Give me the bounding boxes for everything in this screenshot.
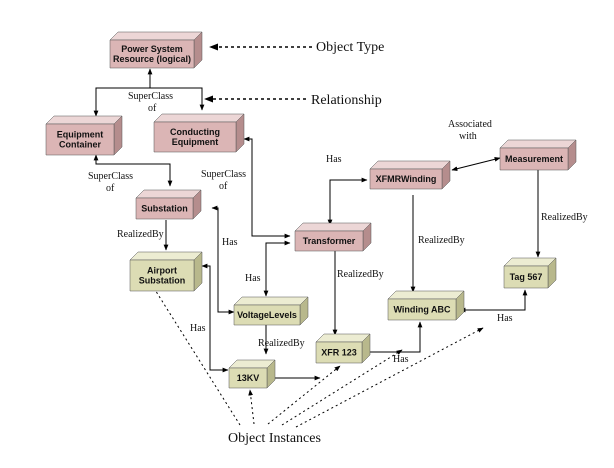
- 13kv-box-face: [228, 367, 268, 389]
- voltage-levels-box-face: [233, 304, 301, 326]
- superclass-right-connector: [243, 136, 291, 239]
- power-system-resource-box-label-line1: Power System: [121, 44, 183, 54]
- relationship-annotation: Relationship: [311, 93, 382, 108]
- xfmr-winding-box-label-line1: XFMRWinding: [376, 174, 437, 184]
- equipment-container-box-label-line1: Equipment: [57, 130, 104, 140]
- has-xfr-label: Has: [393, 354, 409, 365]
- instance-pointer-airport: [151, 284, 241, 426]
- has-xfr-connector: [361, 321, 423, 355]
- instance-pointer-13kv: [248, 389, 255, 425]
- realizedby-winding-label: RealizedBy: [418, 235, 465, 246]
- xfr-123-box: XFR 123: [315, 333, 371, 364]
- has-xfmr-label: Has: [326, 154, 342, 165]
- has-substation-connector: [211, 205, 235, 315]
- conducting-equipment-box-top: [153, 113, 245, 123]
- superclass-left-label-line1: SuperClass: [88, 171, 133, 182]
- substation-box: Substation: [135, 189, 202, 220]
- has-airport-label: Has: [190, 323, 206, 334]
- equipment-container-box-face: [45, 123, 115, 156]
- superclass-top-label-line2: of: [148, 103, 157, 114]
- winding-abc-box-top: [387, 290, 465, 300]
- xfmr-winding-box: XFMRWinding: [369, 160, 451, 190]
- realizedby-substation-label: RealizedBy: [117, 229, 164, 240]
- associated-with-connector: [451, 156, 501, 172]
- xfr-123-box-face: [315, 341, 363, 364]
- 13kv-box-label-line1: 13KV: [237, 373, 260, 383]
- substation-box-label-line1: Substation: [141, 204, 188, 214]
- associated-with-label-line2: with: [459, 131, 477, 142]
- tag-567-box-face: [503, 265, 549, 289]
- instance-pointer-xfr: [267, 365, 341, 425]
- transformer-box-top: [294, 222, 372, 232]
- has-airport-connector: [201, 263, 229, 373]
- superclass-left-connector: [93, 154, 173, 187]
- xfr-123-box-label-line1: XFR 123: [321, 348, 357, 358]
- voltage-levels-box-top: [233, 296, 309, 306]
- airport-substation-box-top: [129, 251, 203, 261]
- winding-abc-box: Winding ABC: [387, 290, 465, 321]
- power-system-resource-box-face: [109, 39, 195, 69]
- has-transformer-label: Has: [245, 273, 261, 284]
- has-tag-label: Has: [497, 313, 513, 324]
- has-tag-connector: [459, 289, 528, 313]
- tag-567-box-label-line1: Tag 567: [510, 272, 543, 282]
- equipment-container-box-top: [45, 115, 123, 125]
- has-transformer-connector: [263, 240, 291, 297]
- winding-abc-box-label-line1: Winding ABC: [393, 305, 451, 315]
- transformer-box-face: [294, 230, 364, 252]
- realizedby-voltage-label: RealizedBy: [258, 338, 305, 349]
- superclass-top-connector: [93, 87, 205, 117]
- power-system-resource-box-top: [109, 31, 203, 41]
- associated-with-label-line1: Associated: [448, 119, 492, 130]
- 13kv-box: 13KV: [228, 359, 276, 389]
- has-substation-label: Has: [222, 237, 238, 248]
- conducting-equipment-box-label-line2: Equipment: [172, 137, 219, 147]
- measurement-box-top: [499, 139, 577, 149]
- substation-box-top: [135, 189, 202, 199]
- has-xfmr-connector: [327, 177, 368, 226]
- airport-substation-box-label-line1: Airport: [147, 266, 177, 276]
- xfmr-winding-box-face: [369, 168, 443, 190]
- realizedby-measurement-label: RealizedBy: [541, 212, 588, 223]
- measurement-box: Measurement: [499, 139, 577, 171]
- superclass-top-label-line1: SuperClass: [128, 91, 173, 102]
- equipment-container-box-label-line2: Container: [59, 140, 102, 150]
- xfmr-winding-box-top: [369, 160, 451, 170]
- voltage-levels-box: VoltageLevels: [233, 296, 309, 326]
- winding-abc-box-face: [387, 298, 457, 321]
- conducting-equipment-box-face: [153, 121, 237, 153]
- xfr-123-box-top: [315, 333, 371, 343]
- instance-pointer-tag: [295, 327, 484, 428]
- airport-substation-box-face: [129, 259, 195, 292]
- tag-567-box: Tag 567: [503, 257, 557, 289]
- measurement-box-label-line1: Measurement: [505, 154, 563, 164]
- realizedby-transformer-label: RealizedBy: [337, 269, 384, 280]
- transformer-box-label-line1: Transformer: [303, 236, 356, 246]
- airport-substation-box-label-line2: Substation: [139, 276, 186, 286]
- measurement-box-face: [499, 147, 569, 171]
- superclass-left-label-line2: of: [106, 183, 115, 194]
- object-type-annotation: Object Type: [316, 40, 384, 55]
- power-system-resource-box-label-line2: Resource (logical): [113, 54, 191, 64]
- instance-pointer-winding: [281, 349, 403, 426]
- superclass-right-label-line1: SuperClass: [201, 169, 246, 180]
- voltage-levels-box-label-line1: VoltageLevels: [237, 310, 297, 320]
- conducting-equipment-box-label-line1: Conducting: [170, 127, 220, 137]
- tag-567-box-top: [503, 257, 557, 267]
- substation-box-face: [135, 197, 194, 220]
- superclass-right-label-line2: of: [219, 181, 228, 192]
- transformer-box: Transformer: [294, 222, 372, 252]
- object-instances-annotation: Object Instances: [228, 431, 321, 446]
